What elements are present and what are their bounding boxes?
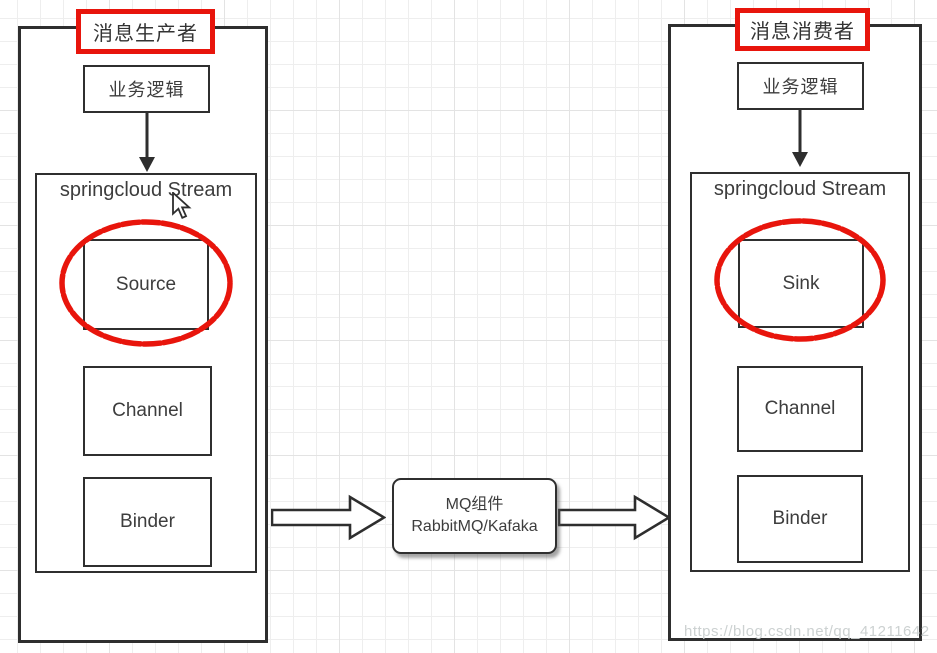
mq-line2: RabbitMQ/Kafaka [411,518,538,535]
mq-line1: MQ组件 [445,495,504,513]
producer-stream-title: springcloud Stream [59,179,233,201]
consumer-binder-label: Binder [772,508,828,529]
mouse-cursor-icon [172,192,192,219]
sink-box: Sink [738,239,864,328]
producer-binder-box: Binder [83,477,212,567]
consumer-business-logic-box: 业务逻辑 [737,62,864,110]
consumer-channel-box: Channel [737,366,863,452]
producer-business-logic-box: 业务逻辑 [83,65,210,113]
consumer-binder-box: Binder [737,475,863,563]
source-label: Source [115,273,177,295]
consumer-channel-label: Channel [764,398,836,419]
mq-component-box: MQ组件 RabbitMQ/Kafaka [392,478,557,554]
producer-binder-label: Binder [120,511,175,532]
consumer-down-arrow-icon [792,110,808,167]
consumer-title-box: 消息消费者 [735,8,870,51]
producer-title: 消息生产者 [93,23,198,45]
consumer-title: 消息消费者 [750,21,855,43]
sink-label: Sink [782,272,820,294]
source-box: Source [83,239,209,330]
flow-arrow-producer-to-mq [271,494,386,541]
flow-arrow-mq-to-consumer [558,494,671,541]
consumer-business-logic-label: 业务逻辑 [762,77,839,97]
producer-title-box: 消息生产者 [76,9,215,54]
producer-business-logic-label: 业务逻辑 [108,80,185,100]
producer-channel-label: Channel [112,400,183,421]
producer-down-arrow-icon [139,113,155,172]
sink-highlight-ellipse [714,218,886,342]
csdn-watermark: https://blog.csdn.net/qq_41211642 [684,623,930,640]
source-highlight-ellipse [59,219,233,347]
producer-channel-box: Channel [83,366,212,456]
consumer-stream-title: springcloud Stream [713,178,887,200]
